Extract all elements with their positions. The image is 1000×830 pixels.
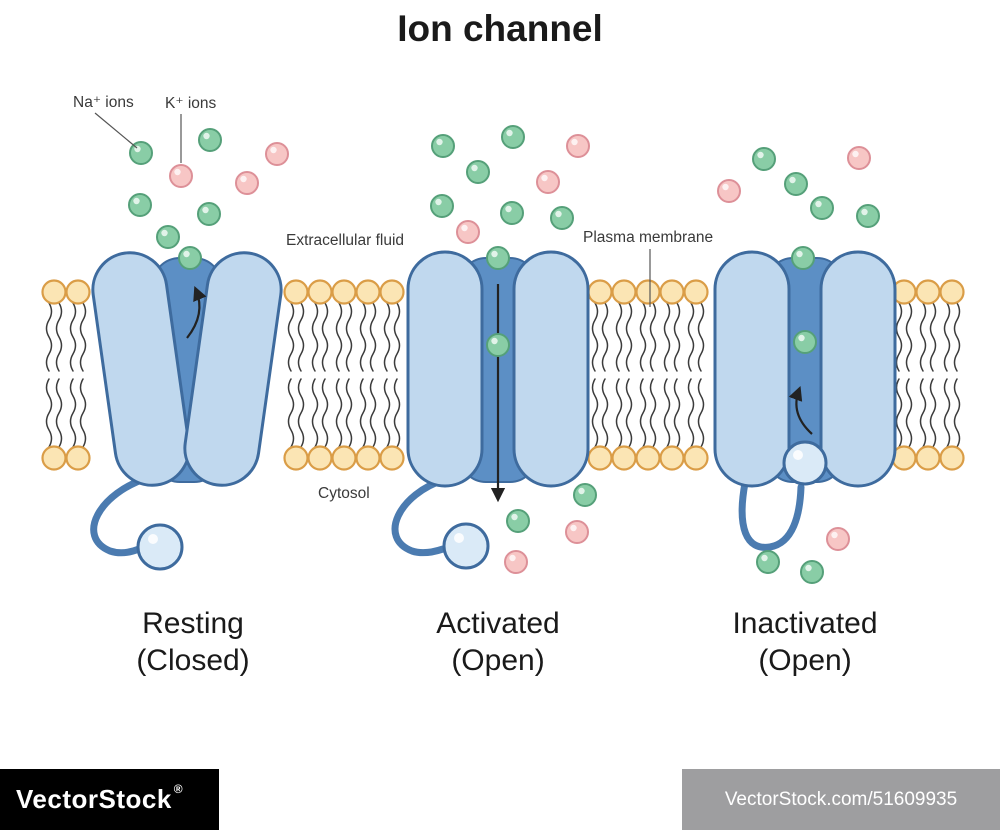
channel-subunit-left <box>406 250 484 488</box>
ball-highlight <box>148 534 158 544</box>
na-ion <box>431 134 455 158</box>
na-ion <box>784 172 808 196</box>
na-ion <box>178 246 202 270</box>
inactivation-ball <box>782 440 828 486</box>
na-ion <box>793 330 817 354</box>
channels <box>90 250 897 571</box>
k-ion <box>504 550 528 574</box>
ion-flow-arrow <box>788 385 813 435</box>
na-ion <box>756 550 780 574</box>
na-ion <box>573 483 597 507</box>
na-ion <box>486 333 510 357</box>
k-ion <box>235 171 259 195</box>
channel-subunit-left <box>91 251 191 487</box>
phospholipid <box>683 279 709 471</box>
vectorstock-logo: VectorStock® <box>0 769 219 830</box>
na-ion <box>550 206 574 230</box>
state-resting-label: Resting <box>142 607 244 640</box>
na-ion <box>856 204 880 228</box>
channel-inactivated <box>713 250 897 551</box>
na-ion <box>198 128 222 152</box>
phospholipid <box>307 279 333 471</box>
channel-subunit-right <box>183 251 283 487</box>
na-ion <box>800 560 824 584</box>
registered-mark: ® <box>173 782 184 796</box>
ball-highlight <box>454 533 464 543</box>
channel-subunit-left <box>713 250 791 488</box>
k-ion <box>169 164 193 188</box>
na-label-line <box>94 112 138 149</box>
na-ion <box>752 147 776 171</box>
na-ion <box>810 196 834 220</box>
channel-activated <box>391 250 590 570</box>
ion-flow-arrow <box>186 286 207 339</box>
plasma-membrane-bilayer <box>41 279 965 471</box>
plasma-membrane-label: Plasma membrane <box>583 229 713 246</box>
na-ion <box>430 194 454 218</box>
phospholipid <box>587 279 613 471</box>
k-ion <box>826 527 850 551</box>
ball-highlight <box>793 450 803 460</box>
ions-layer <box>128 125 880 584</box>
k-ion <box>847 146 871 170</box>
chain-tether <box>90 473 154 557</box>
state-activated-sub: (Open) <box>451 644 544 677</box>
k-ion <box>536 170 560 194</box>
k-ion <box>265 142 289 166</box>
na-ion <box>500 201 524 225</box>
state-inactivated-sub: (Open) <box>758 644 851 677</box>
na-ion <box>486 246 510 270</box>
na-ion <box>466 160 490 184</box>
na-ion <box>197 202 221 226</box>
phospholipid <box>41 279 67 471</box>
channel-subunit-right <box>819 250 897 488</box>
k-ions-label: K⁺ ions <box>165 95 217 112</box>
channel-resting <box>90 251 283 571</box>
na-ion <box>128 193 152 217</box>
phospholipid <box>659 279 685 471</box>
watermark-bar: VectorStock® VectorStock.com/51609935 <box>0 769 1000 830</box>
k-ion <box>566 134 590 158</box>
k-ion <box>565 520 589 544</box>
state-inactivated-label: Inactivated <box>732 607 877 640</box>
inactivation-ball <box>136 523 184 571</box>
channel-subunit-right <box>512 250 590 488</box>
phospholipid <box>939 279 965 471</box>
vectorstock-brand: VectorStock <box>16 784 172 814</box>
state-activated-label: Activated <box>436 607 559 640</box>
phospholipid <box>611 279 637 471</box>
k-ion <box>456 220 480 244</box>
na-ion <box>501 125 525 149</box>
annotations: Na⁺ ions K⁺ ions Extracellular fluid Pla… <box>73 94 878 677</box>
cytosol-label: Cytosol <box>318 485 370 502</box>
phospholipid <box>65 279 91 471</box>
k-ion <box>717 179 741 203</box>
ion-channel-diagram: Na⁺ ions K⁺ ions Extracellular fluid Pla… <box>41 94 965 677</box>
state-resting-sub: (Closed) <box>136 644 249 677</box>
phospholipid <box>635 279 661 471</box>
phospholipid <box>915 279 941 471</box>
page-title: Ion channel <box>397 8 603 49</box>
extracellular-fluid-label: Extracellular fluid <box>286 232 404 249</box>
vectorstock-credit: VectorStock.com/51609935 <box>682 769 1000 830</box>
na-ion <box>506 509 530 533</box>
na-ions-label: Na⁺ ions <box>73 94 134 111</box>
phospholipid <box>283 279 309 471</box>
na-ion <box>791 246 815 270</box>
inactivation-ball <box>442 522 490 570</box>
chain-tether <box>738 479 805 551</box>
phospholipid <box>355 279 381 471</box>
phospholipid <box>331 279 357 471</box>
credit-text: VectorStock.com/51609935 <box>724 788 958 810</box>
na-ion <box>156 225 180 249</box>
watermark-spacer <box>219 769 682 830</box>
chain-tether <box>391 475 450 557</box>
phospholipid <box>379 279 405 471</box>
